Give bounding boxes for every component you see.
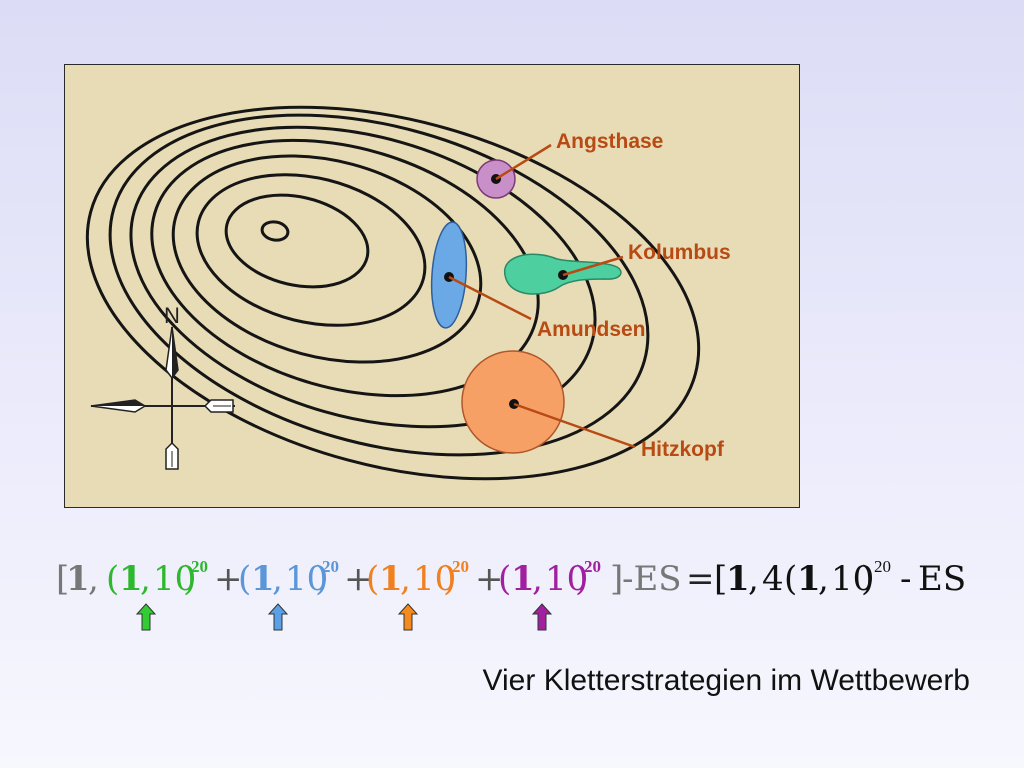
contour-lines xyxy=(85,105,701,481)
equals-sign: = xyxy=(686,559,715,599)
term-orange: ( 1 , 10 ) xyxy=(366,559,467,599)
plus-2: + xyxy=(344,559,373,599)
plus-1: + xyxy=(214,559,243,599)
arrow-up-purple-icon xyxy=(531,603,553,631)
arrow-up-blue-icon xyxy=(267,603,289,631)
angsthase-label: Angsthase xyxy=(556,130,663,153)
term-green: ( 1 , 10 ) xyxy=(106,559,207,599)
term-purple: ( 1 , 10 ) xyxy=(498,559,599,599)
north-label: N xyxy=(164,303,180,328)
kolumbus-leader xyxy=(562,255,624,277)
strategy-arrows xyxy=(0,596,1024,636)
contour-line xyxy=(224,193,370,289)
hitzkopf-leader xyxy=(513,402,636,449)
contour-line xyxy=(85,105,701,481)
term-orange-exp: 20 xyxy=(452,557,469,576)
amundsen-leader xyxy=(448,275,532,321)
contour-line xyxy=(171,154,483,364)
arrow-up-orange-icon xyxy=(397,603,419,631)
plus-3: + xyxy=(475,559,504,599)
term-blue: ( 1 , 10 ) xyxy=(238,559,339,599)
formula-comma: , xyxy=(88,559,99,599)
formula-lhs: [ 1 , xyxy=(56,559,100,599)
contour-line xyxy=(260,220,290,242)
contour-map: Angsthase Amundsen Kolumbus Hitzkopf N xyxy=(64,64,800,508)
formula-one: 1 xyxy=(66,559,90,599)
rhs-minus: - xyxy=(900,559,912,599)
kolumbus-label: Kolumbus xyxy=(628,241,731,264)
term-blue-exp: 20 xyxy=(322,557,339,576)
arrow-up-green-icon xyxy=(135,603,157,631)
contour-line xyxy=(195,173,427,327)
formula-rhs: [ 1 , 4 ( 1 , 10 ) xyxy=(714,559,885,599)
compass: N xyxy=(90,303,235,470)
contour-line xyxy=(129,125,597,429)
formula: [ 1 , ( 1 , 10 ) 20 + ( 1 , 10 ) 20 + ( … xyxy=(0,540,1024,620)
contour-line xyxy=(108,113,650,457)
amundsen-label: Amundsen xyxy=(537,318,646,341)
contour-line xyxy=(150,138,540,398)
contour-map-drawing: Angsthase Amundsen Kolumbus Hitzkopf N xyxy=(85,105,731,481)
rhs-exp: 20 xyxy=(874,557,891,576)
arrow-drawing xyxy=(135,603,553,631)
term-purple-exp: 20 xyxy=(584,557,601,576)
open-bracket: [ xyxy=(56,559,69,599)
rhs-es: ES xyxy=(918,559,966,599)
formula-drawing: [ 1 , ( 1 , 10 ) 20 + ( 1 , 10 ) 20 + ( … xyxy=(56,557,966,599)
angsthase-leader xyxy=(495,143,552,181)
hitzkopf-label: Hitzkopf xyxy=(641,438,725,461)
caption: Vier Kletterstrategien im Wettbewerb xyxy=(482,664,970,697)
formula-close: ] -ES xyxy=(610,559,682,599)
term-green-exp: 20 xyxy=(191,557,208,576)
